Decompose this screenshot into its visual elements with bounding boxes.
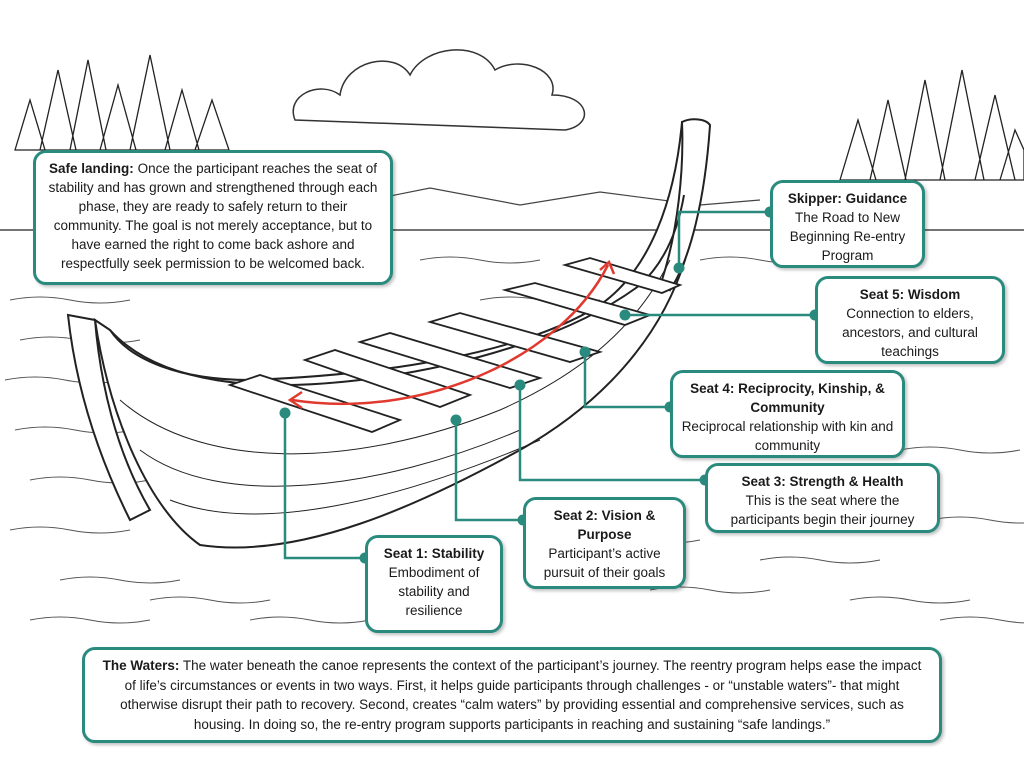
connector-lines	[283, 210, 815, 560]
waters-callout: The Waters: The water beneath the canoe …	[82, 647, 942, 743]
seat2-title: Seat 2: Vision & Purpose	[553, 508, 656, 542]
seat4-title: Seat 4: Reciprocity, Kinship, & Communit…	[690, 381, 885, 415]
cloud	[292, 49, 586, 131]
safe-landing-title: Safe landing:	[49, 161, 134, 176]
seat5-text: Connection to elders, ancestors, and cul…	[842, 306, 978, 359]
seat1-callout: Seat 1: Stability Embodiment of stabilit…	[365, 535, 503, 633]
seat4-callout: Seat 4: Reciprocity, Kinship, & Communit…	[670, 370, 905, 458]
seat4-text: Reciprocal relationship with kin and com…	[681, 419, 894, 453]
skipper-title: Skipper: Guidance	[787, 191, 908, 206]
waters-title: The Waters:	[102, 658, 180, 673]
journey-arrow	[287, 259, 616, 410]
skipper-text: The Road to New Beginning Re-entry Progr…	[789, 210, 906, 263]
safe-landing-callout: Safe landing: Once the participant reach…	[33, 150, 393, 285]
canoe	[66, 118, 712, 549]
seat1-title: Seat 1: Stability	[383, 546, 485, 561]
seat2-text: Participant’s active pursuit of their go…	[543, 546, 666, 580]
seat3-title: Seat 3: Strength & Health	[741, 474, 904, 489]
skipper-callout: Skipper: Guidance The Road to New Beginn…	[770, 180, 925, 268]
right-forest	[839, 69, 1024, 181]
seat1-text: Embodiment of stability and resilience	[388, 565, 480, 618]
seat3-callout: Seat 3: Strength & Health This is the se…	[705, 463, 940, 533]
seat3-text: This is the seat where the participants …	[730, 493, 915, 527]
seat2-callout: Seat 2: Vision & Purpose Participant’s a…	[523, 497, 686, 589]
safe-landing-text: Once the participant reaches the seat of…	[48, 161, 378, 271]
seat5-callout: Seat 5: Wisdom Connection to elders, anc…	[815, 276, 1005, 364]
seat5-title: Seat 5: Wisdom	[859, 287, 961, 302]
left-forest	[14, 54, 230, 151]
waters-text: The water beneath the canoe represents t…	[120, 658, 922, 732]
